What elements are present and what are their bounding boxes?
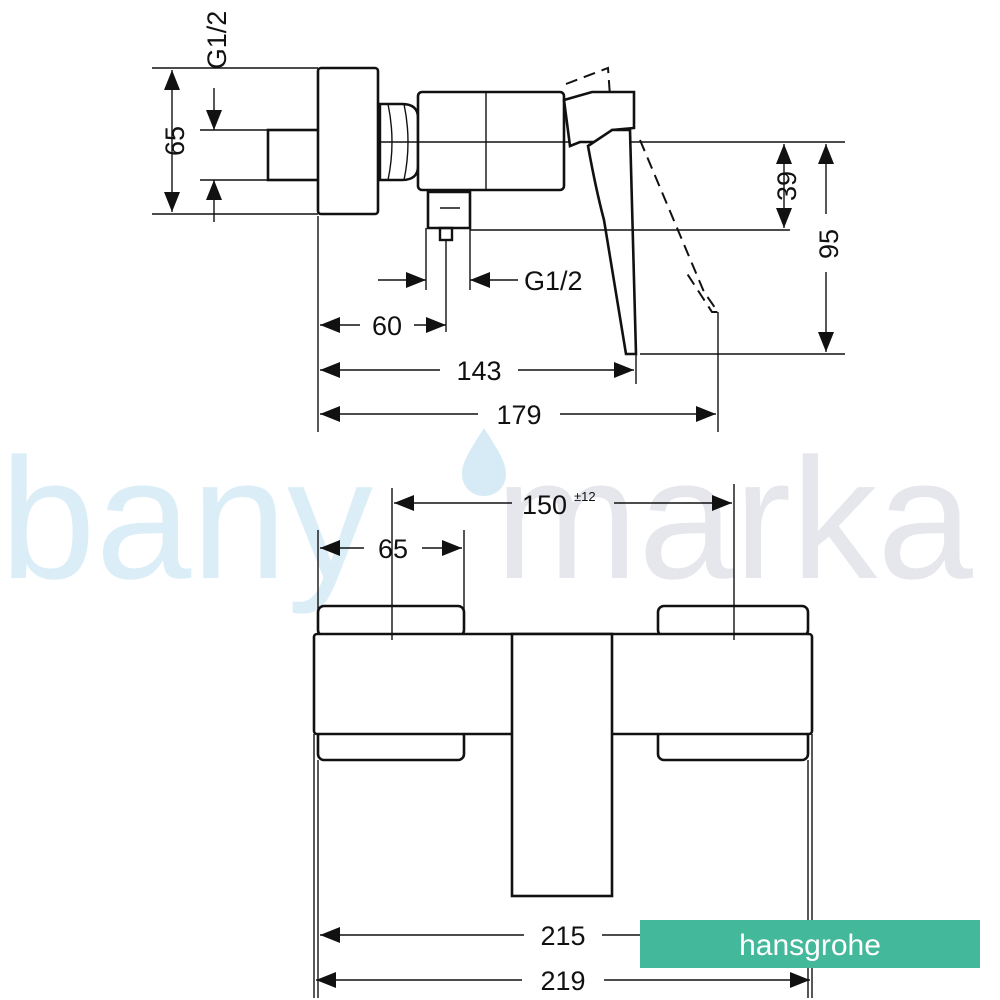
dim-label-143: 143 — [456, 356, 501, 386]
dimension-g12-vertical: G1/2 — [202, 11, 232, 222]
brand-label: hansgrohe — [739, 929, 881, 962]
dimension-65-front: 65 — [320, 534, 462, 564]
dim-label-g12-vertical: G1/2 — [202, 11, 232, 70]
hansgrohe-logo: hansgrohe — [640, 920, 980, 968]
dimension-179: 179 — [320, 400, 716, 430]
dimension-60: 60 — [320, 311, 446, 341]
water-drop-icon — [462, 428, 506, 496]
dimension-143: 143 — [320, 356, 634, 386]
dimension-g12-horizontal: G1/2 — [378, 266, 583, 296]
watermark-text-left: bany — [0, 423, 373, 615]
dim-label-65-vertical: 65 — [160, 126, 190, 156]
dim-label-215: 215 — [540, 921, 585, 951]
dim-label-95: 95 — [814, 229, 844, 259]
dim-label-39: 39 — [772, 171, 802, 201]
dim-label-g12-horizontal: G1/2 — [524, 266, 583, 296]
dim-label-150-tolerance: ±12 — [574, 489, 596, 504]
dimension-219: 219 — [316, 966, 810, 996]
dim-label-150: 150 — [522, 490, 567, 520]
dim-label-65-front: 65 — [378, 534, 408, 564]
dimension-39: 39 — [772, 144, 802, 228]
dimension-65-vertical: 65 — [160, 70, 190, 212]
watermark: bany marka — [0, 423, 973, 615]
brand-box — [640, 920, 980, 968]
dim-label-219: 219 — [540, 966, 585, 996]
side-view: 65 G1/2 39 95 — [152, 11, 845, 432]
dim-label-60: 60 — [372, 311, 402, 341]
front-view: 150 ±12 65 215 219 — [312, 484, 814, 998]
dimension-150: 150 ±12 — [394, 489, 732, 520]
dimension-95: 95 — [814, 144, 844, 352]
dim-label-179: 179 — [496, 400, 541, 430]
